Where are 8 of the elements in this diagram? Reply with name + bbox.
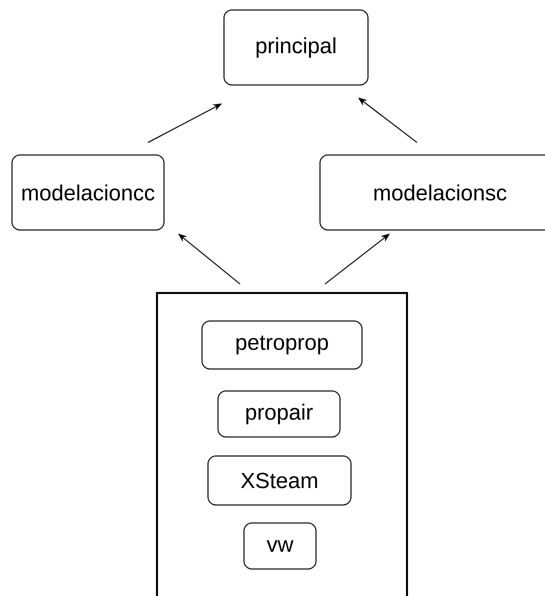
module-box: modelacioncc xyxy=(12,154,164,230)
module-box: XSteam xyxy=(208,456,352,506)
module-box: modelacionsc xyxy=(320,154,545,230)
module-box: vw xyxy=(244,522,316,570)
container-box xyxy=(156,292,408,596)
module-box: petroprop xyxy=(202,320,362,370)
module-box: propair xyxy=(218,390,340,438)
module-box: principal xyxy=(224,10,368,86)
